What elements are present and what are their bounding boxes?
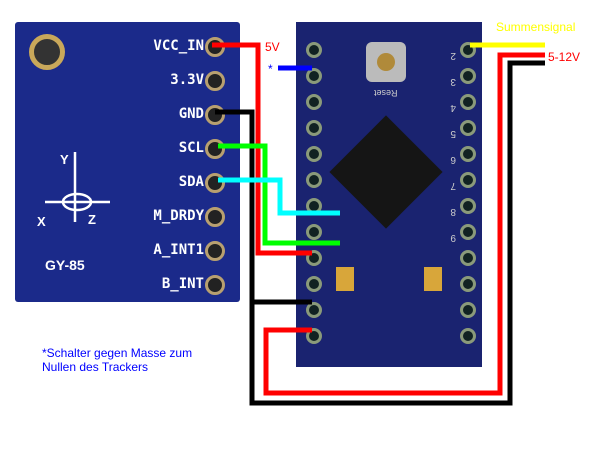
label-5v: 5V [265,40,280,54]
axes-icon [45,152,110,222]
label-supply: 5-12V [548,50,581,64]
label-summensignal: Summensignal [496,20,576,34]
wire-gnd [215,60,545,406]
reset-button [366,42,406,82]
board-name: GY-85 [45,257,85,273]
pin-label: A_INT1 [153,242,204,258]
wire-scl [218,143,340,246]
pin-label: B_INT [161,276,204,292]
pin-label: SCL [178,140,204,156]
pin-label: SDA [178,174,204,190]
label-asterisk: * [268,62,273,76]
axis-x-label: X [37,214,46,229]
mounting-hole [29,34,65,70]
axis-y-label: Y [60,152,69,167]
wire-sda [218,177,340,216]
pin-label: VCC_IN [153,38,204,54]
wire-supply [263,52,545,396]
axis-z-label: Z [88,212,96,227]
pin-label: 3.3V [170,72,204,88]
pin-label: GND [178,106,204,122]
pin-label: M_DRDY [153,208,204,224]
wire-5v [212,42,312,256]
